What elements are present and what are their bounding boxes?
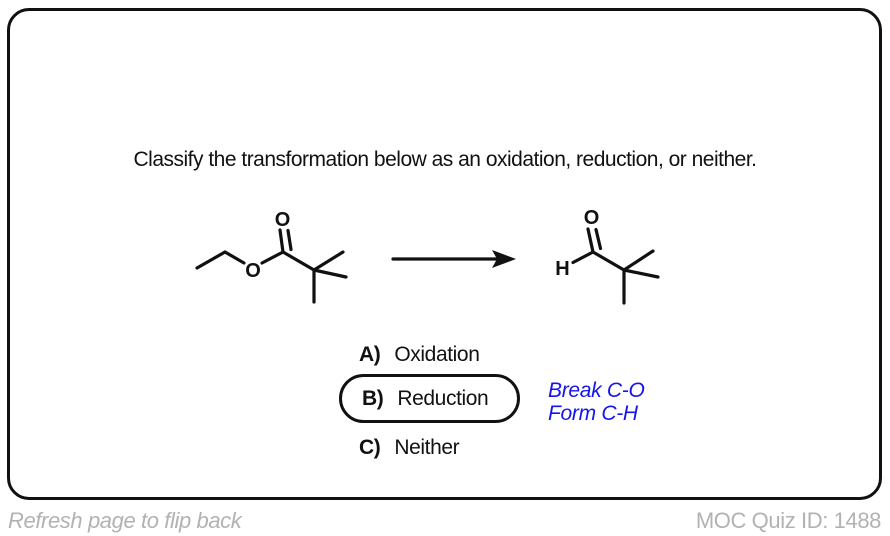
option-b-text: Reduction bbox=[397, 386, 489, 410]
product-bonds bbox=[571, 227, 660, 305]
option-a-text: Oxidation bbox=[394, 343, 480, 366]
reaction-arrow bbox=[391, 250, 516, 268]
product-carbonyl-oxygen-label: O bbox=[584, 207, 600, 229]
option-c-letter: C) bbox=[359, 436, 381, 459]
explanation-note: Break C-O Form C-H bbox=[548, 379, 645, 425]
arrowhead-icon bbox=[492, 250, 516, 268]
option-a: A) Oxidation bbox=[359, 343, 480, 367]
option-c: C) Neither bbox=[359, 436, 460, 460]
flip-back-hint: Refresh page to flip back bbox=[8, 508, 242, 533]
option-b-letter: B) bbox=[362, 386, 384, 410]
reaction-scheme: O O O H bbox=[195, 207, 660, 305]
product-structure: O H bbox=[555, 207, 660, 305]
reactant-structure: O O bbox=[195, 209, 348, 304]
explanation-line-2: Form C-H bbox=[548, 401, 638, 425]
option-c-text: Neither bbox=[394, 436, 460, 459]
product-aldehyde-hydrogen-label: H bbox=[555, 258, 569, 280]
reactant-bonds bbox=[195, 228, 348, 304]
question-text: Classify the transformation below as an … bbox=[133, 148, 757, 171]
quiz-id-label: MOC Quiz ID: 1488 bbox=[695, 508, 882, 533]
reactant-ester-oxygen-label: O bbox=[245, 260, 261, 282]
explanation-line-1: Break C-O bbox=[548, 379, 645, 402]
reactant-carbonyl-oxygen-label: O bbox=[275, 209, 291, 231]
option-a-letter: A) bbox=[359, 343, 381, 366]
selected-answer-box: B) Reduction bbox=[339, 374, 520, 423]
